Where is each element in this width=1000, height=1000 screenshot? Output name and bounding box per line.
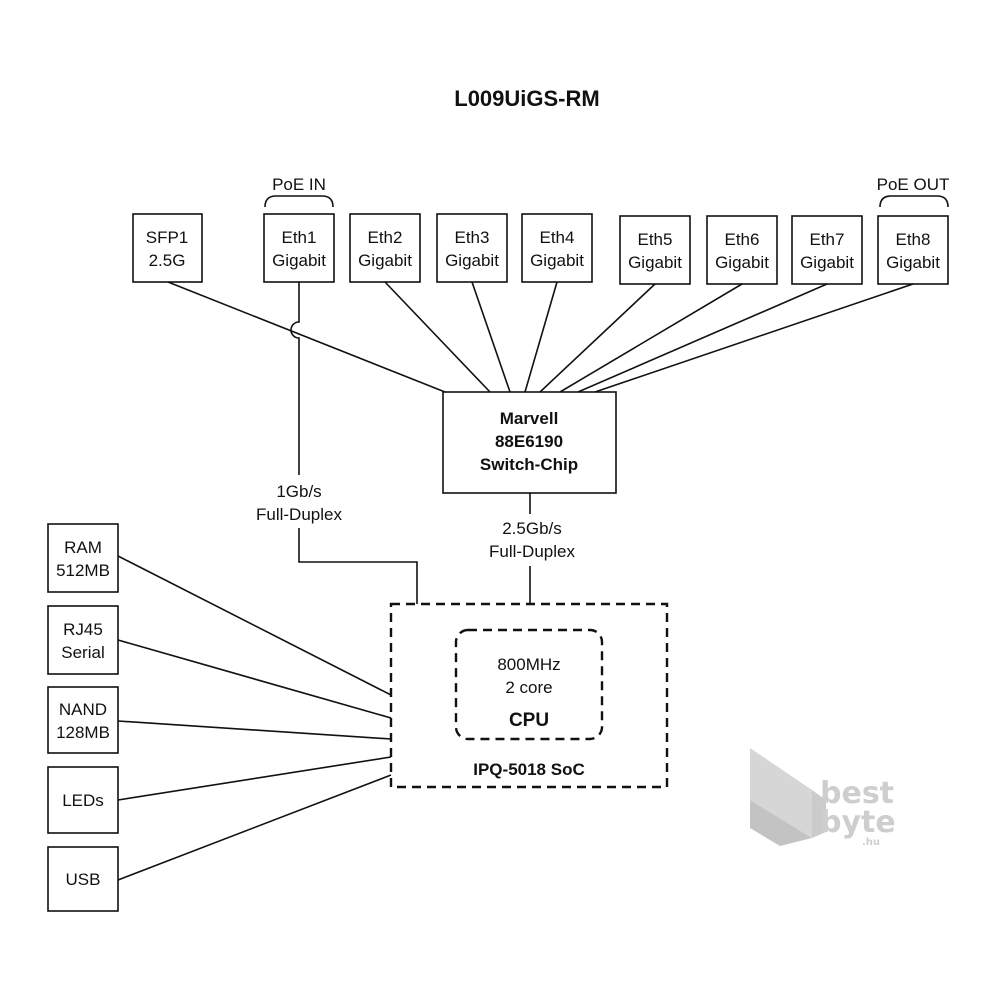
cpu-label: CPU [509,710,549,731]
link-eth8-switch [594,283,914,393]
port-eth7-speed: Gigabit [800,253,854,272]
poe-in-bracket [264,195,334,208]
watermark-logo: best byte .hu [750,748,896,848]
port-eth7-name: Eth7 [810,230,845,249]
link-switch-duplex: Full-Duplex [489,542,575,561]
link-eth1-cpu-upper [290,282,300,475]
port-eth2-speed: Gigabit [358,251,412,270]
cpu-block [454,628,604,741]
peripheral-usb-name: USB [66,870,101,889]
port-eth8-speed: Gigabit [886,253,940,272]
link-eth6-switch [559,283,743,393]
port-eth4: Eth4 Gigabit [521,213,593,283]
link-usb-soc [117,774,392,881]
port-eth2-name: Eth2 [368,228,403,247]
peripheral-leds-name: LEDs [62,791,104,810]
watermark-line1: best [820,776,894,811]
link-eth7-switch [577,283,828,393]
port-eth5-name: Eth5 [638,230,673,249]
link-eth1-cpu-lower [298,528,418,604]
peripheral-leds: LEDs [47,766,119,834]
peripheral-ram-size: 512MB [56,561,110,580]
diagram-title: L009UiGS-RM [454,86,599,111]
soc-label: IPQ-5018 SoC [473,760,585,779]
peripheral-usb: USB [47,846,119,912]
peripheral-ram: RAM 512MB [47,523,119,593]
port-eth6-name: Eth6 [725,230,760,249]
link-eth5-switch [539,283,656,393]
link-eth4-switch [524,281,558,393]
link-nand-soc [117,720,392,740]
switch-chip-model: 88E6190 [495,432,563,451]
peripheral-serial-name: RJ45 [63,620,103,639]
port-eth5: Eth5 Gigabit [619,215,691,285]
link-leds-soc [117,756,392,801]
peripheral-nand: NAND 128MB [47,686,119,754]
port-eth4-speed: Gigabit [530,251,584,270]
link-serial-soc [117,639,392,719]
port-eth3: Eth3 Gigabit [436,213,508,283]
port-eth5-speed: Gigabit [628,253,682,272]
peripheral-nand-name: NAND [59,700,107,719]
poe-in-label: PoE IN [272,175,326,194]
watermark-line2: byte [820,805,896,840]
cpu-cores: 2 core [505,678,552,697]
port-eth8: Eth8 Gigabit [877,215,949,285]
switch-chip: Marvell 88E6190 Switch-Chip [442,391,617,494]
link-eth2-switch [384,281,491,393]
port-sfp1: SFP1 2.5G [132,213,203,283]
link-eth1-duplex: Full-Duplex [256,505,342,524]
switch-chip-type: Switch-Chip [480,455,578,474]
link-switch-speed: 2.5Gb/s [502,519,562,538]
soc-block: 800MHz 2 core CPU IPQ-5018 SoC [389,602,669,789]
port-eth8-name: Eth8 [896,230,931,249]
port-eth1-name: Eth1 [282,228,317,247]
port-sfp1-name: SFP1 [146,228,189,247]
port-eth3-name: Eth3 [455,228,490,247]
switch-chip-vendor: Marvell [500,409,559,428]
peripheral-ram-name: RAM [64,538,102,557]
port-sfp1-speed: 2.5G [149,251,186,270]
link-ram-soc [117,555,392,696]
port-eth2: Eth2 Gigabit [349,213,421,283]
link-sfp1-switch [167,281,446,393]
cpu-frequency: 800MHz [497,655,560,674]
poe-out-label: PoE OUT [877,175,950,194]
port-eth6: Eth6 Gigabit [706,215,778,285]
link-eth1-speed: 1Gb/s [276,482,321,501]
watermark-suffix: .hu [862,837,880,848]
port-eth1-speed: Gigabit [272,251,326,270]
port-eth4-name: Eth4 [540,228,575,247]
port-eth6-speed: Gigabit [715,253,769,272]
peripheral-nand-size: 128MB [56,723,110,742]
port-eth3-speed: Gigabit [445,251,499,270]
link-eth3-switch [471,281,511,393]
port-eth1: Eth1 Gigabit [263,213,335,283]
peripheral-serial-type: Serial [61,643,104,662]
poe-out-bracket [879,195,949,208]
port-eth7: Eth7 Gigabit [791,215,863,285]
peripheral-serial: RJ45 Serial [47,605,119,675]
